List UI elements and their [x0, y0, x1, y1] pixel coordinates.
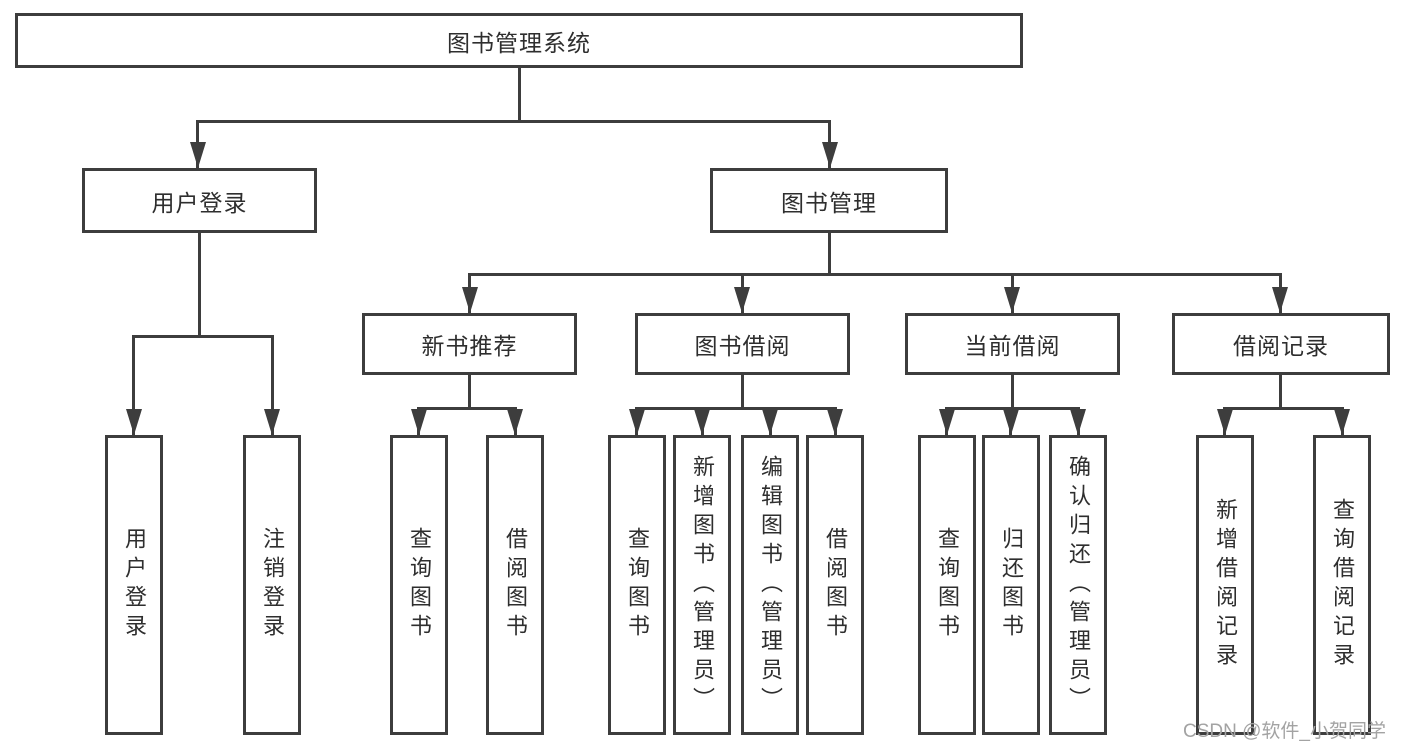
connector-line [468, 273, 1282, 276]
leaf-label: 编辑图书（管理员） [758, 454, 783, 716]
connector-line [518, 68, 521, 123]
node-new-book-recommend: 新书推荐 [362, 313, 577, 375]
connector-line [945, 407, 1080, 410]
node-current-borrowing: 当前借阅 [905, 313, 1120, 375]
node-label: 用户登录 [151, 189, 248, 216]
connector-line [468, 375, 471, 410]
arrowhead-down-icon [734, 287, 750, 313]
leaf-label: 新增图书（管理员） [690, 454, 715, 716]
leaf-label: 归还图书 [999, 527, 1024, 643]
node-user-login: 用户登录 [82, 168, 317, 233]
leaf-label: 借阅图书 [503, 527, 528, 643]
leaf-return-books: 归还图书 [982, 435, 1040, 735]
arrowhead-down-icon [1334, 409, 1350, 435]
node-borrowing-records: 借阅记录 [1172, 313, 1390, 375]
arrowhead-down-icon [762, 409, 778, 435]
leaf-logout: 注销登录 [243, 435, 301, 735]
leaf-label: 借阅图书 [823, 527, 848, 643]
connector-line [635, 407, 837, 410]
leaf-label: 查询图书 [407, 527, 432, 643]
node-label: 当前借阅 [964, 333, 1061, 359]
arrowhead-down-icon [1004, 287, 1020, 313]
arrowhead-down-icon [126, 409, 142, 435]
arrowhead-down-icon [822, 142, 838, 168]
arrowhead-down-icon [629, 409, 645, 435]
leaf-confirm-return-admin: 确认归还（管理员） [1049, 435, 1107, 735]
arrowhead-down-icon [827, 409, 843, 435]
connector-line [132, 335, 135, 435]
connector-line [741, 375, 744, 410]
connector-line [828, 233, 831, 276]
arrowhead-down-icon [1272, 287, 1288, 313]
arrowhead-down-icon [411, 409, 427, 435]
leaf-add-book-admin: 新增图书（管理员） [673, 435, 731, 735]
node-root: 图书管理系统 [15, 13, 1023, 68]
node-book-borrowing: 图书借阅 [635, 313, 850, 375]
leaf-label: 用户登录 [122, 527, 147, 643]
leaf-query-books-recommend: 查询图书 [390, 435, 448, 735]
connector-line [132, 335, 274, 338]
arrowhead-down-icon [507, 409, 523, 435]
node-label: 图书管理系统 [447, 29, 591, 56]
leaf-user-login: 用户登录 [105, 435, 163, 735]
connector-line [271, 335, 274, 435]
node-book-management: 图书管理 [710, 168, 948, 233]
leaf-edit-book-admin: 编辑图书（管理员） [741, 435, 799, 735]
arrowhead-down-icon [190, 142, 206, 168]
leaf-query-borrow-record: 查询借阅记录 [1313, 435, 1371, 735]
leaf-borrow-books-recommend: 借阅图书 [486, 435, 544, 735]
node-label: 图书借阅 [694, 333, 791, 359]
arrowhead-down-icon [1070, 409, 1086, 435]
leaf-add-borrow-record: 新增借阅记录 [1196, 435, 1254, 735]
leaf-label: 注销登录 [260, 527, 285, 643]
leaf-label: 查询借阅记录 [1330, 498, 1355, 672]
connector-line [417, 407, 517, 410]
leaf-label: 确认归还（管理员） [1066, 454, 1091, 716]
connector-line [1223, 407, 1344, 410]
connector-line [1011, 375, 1014, 410]
leaf-label: 查询图书 [935, 527, 960, 643]
leaf-query-books-current: 查询图书 [918, 435, 976, 735]
node-label: 新书推荐 [421, 333, 518, 359]
connector-line [198, 233, 201, 338]
arrowhead-down-icon [939, 409, 955, 435]
connector-line [1279, 375, 1282, 410]
leaf-label: 新增借阅记录 [1213, 498, 1238, 672]
connector-line [196, 120, 831, 123]
arrowhead-down-icon [1217, 409, 1233, 435]
arrowhead-down-icon [694, 409, 710, 435]
node-label: 图书管理 [781, 189, 877, 216]
arrowhead-down-icon [462, 287, 478, 313]
arrowhead-down-icon [264, 409, 280, 435]
watermark: CSDN @软件_小贺同学 [1183, 721, 1386, 742]
leaf-query-books-borrowing: 查询图书 [608, 435, 666, 735]
arrowhead-down-icon [1003, 409, 1019, 435]
leaf-label: 查询图书 [625, 527, 650, 643]
leaf-borrow-books-borrowing: 借阅图书 [806, 435, 864, 735]
node-label: 借阅记录 [1233, 333, 1329, 359]
